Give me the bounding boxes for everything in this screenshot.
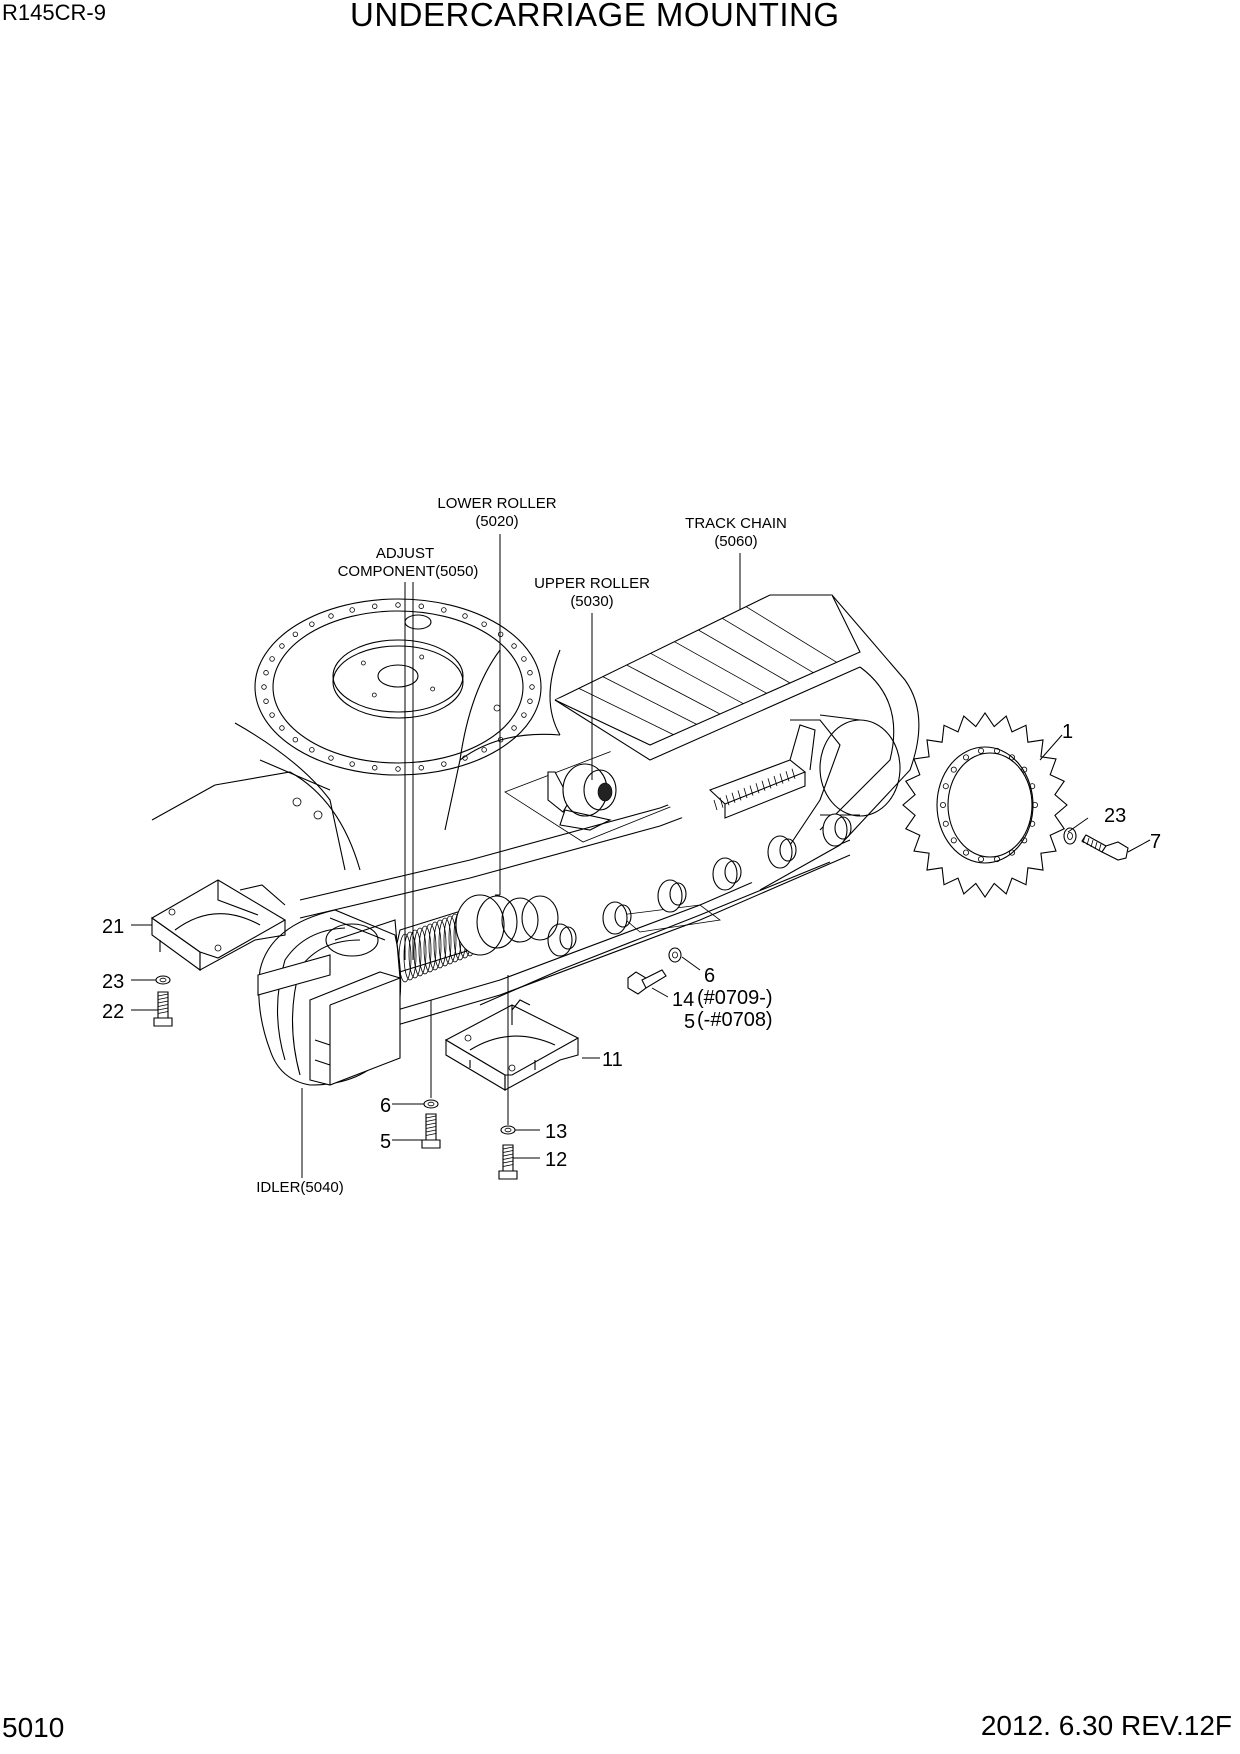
leader-lines — [131, 534, 1151, 1178]
idler — [257, 909, 402, 1086]
callout-5-upper: 5 — [684, 1011, 695, 1033]
label-track-chain-code: (5060) — [714, 533, 757, 550]
callout-22: 22 — [102, 1001, 124, 1023]
label-track-chain-name: TRACK CHAIN — [685, 515, 787, 532]
model-number: R145CR-9 — [2, 0, 106, 25]
label-idler: IDLER(5040) — [256, 1179, 344, 1196]
callout-12: 12 — [545, 1149, 567, 1171]
callout-13: 13 — [545, 1121, 567, 1143]
track-guard-bracket-21 — [150, 879, 287, 1027]
page-title: UNDERCARRIAGE MOUNTING — [350, 0, 840, 33]
revision-date: 2012. 6.30 REV.12F — [980, 1710, 1232, 1741]
track-guard-bracket-11 — [444, 999, 580, 1091]
label-upper-roller-code: (5030) — [570, 593, 613, 610]
label-lower-roller-name: LOWER ROLLER — [437, 495, 556, 512]
label-lower-roller-code: (5020) — [475, 513, 518, 530]
callout-6-upper: 6 — [704, 965, 715, 987]
callout-6-lower: 6 — [380, 1095, 391, 1117]
callout-5-serial: (-#0708) — [697, 1009, 773, 1031]
callout-14: 14 — [672, 989, 694, 1011]
sprocket — [902, 712, 1129, 898]
adjust-component-spring — [389, 894, 559, 983]
label-adjust-component-name: ADJUST — [376, 545, 434, 562]
subassembly-labels: LOWER ROLLER (5020) TRACK CHAIN (5060) A… — [256, 495, 787, 1196]
callout-23-right: 23 — [1104, 805, 1126, 827]
track-chain — [479, 594, 920, 1006]
label-adjust-component-code: COMPONENT(5050) — [338, 563, 479, 580]
callout-5-lower: 5 — [380, 1131, 391, 1153]
callout-1: 1 — [1062, 721, 1073, 743]
lower-rollers — [547, 813, 852, 957]
swing-bearing-ring — [254, 598, 542, 776]
upper-roller — [547, 763, 617, 831]
label-upper-roller-name: UPPER ROLLER — [534, 575, 650, 592]
callout-23-left: 23 — [102, 971, 124, 993]
callout-11: 11 — [602, 1049, 623, 1071]
page-number: 5010 — [2, 1712, 65, 1743]
callout-7: 7 — [1150, 831, 1161, 853]
fasteners — [421, 947, 682, 1180]
callout-14-serial: (#0709-) — [697, 987, 773, 1009]
track-guard — [708, 724, 816, 819]
item-callouts: 1 23 7 21 23 22 6 14 (#0709-) 5 (-#0708)… — [102, 721, 1161, 1171]
callout-21: 21 — [102, 916, 124, 938]
